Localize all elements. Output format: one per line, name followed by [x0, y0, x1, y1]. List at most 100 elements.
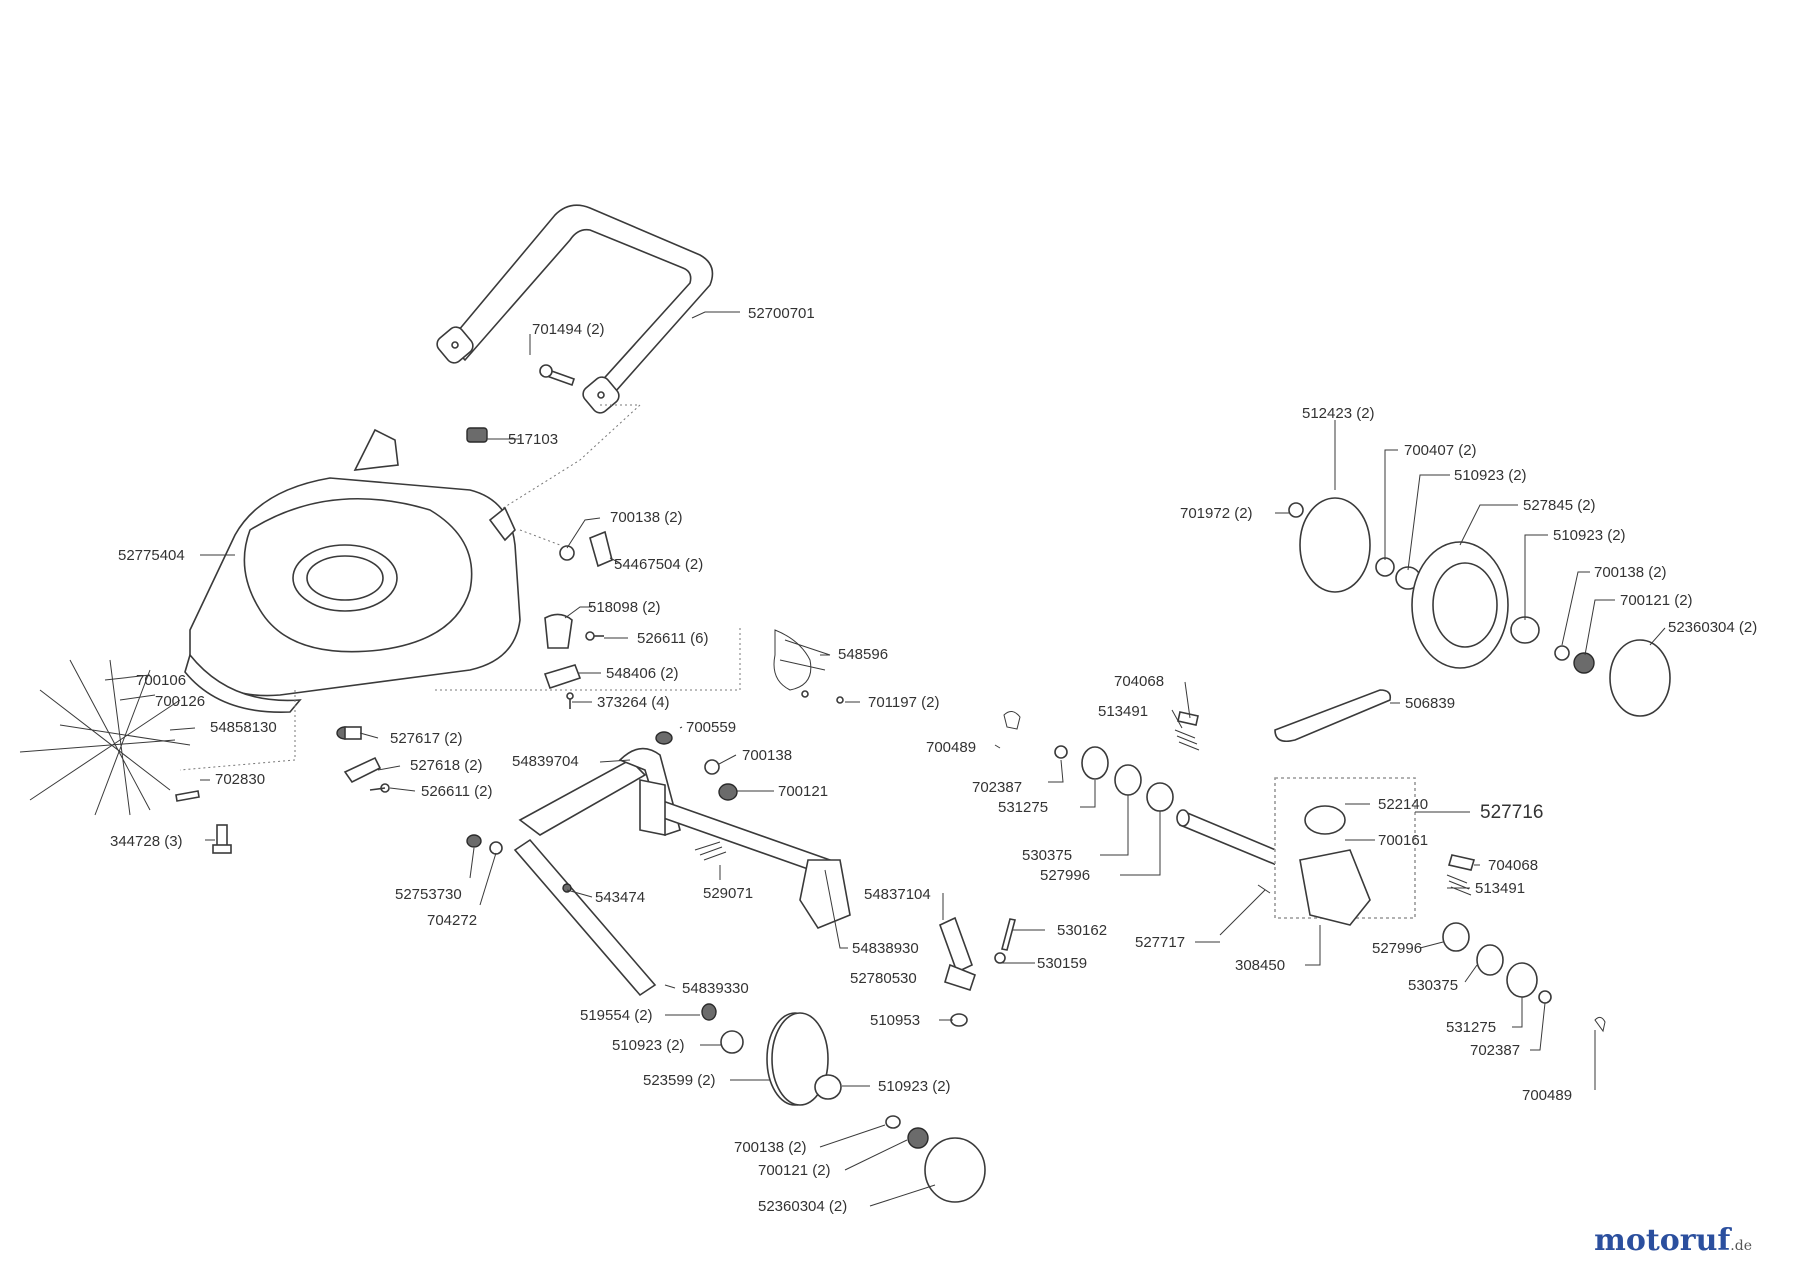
part-label: 700161	[1378, 832, 1428, 849]
part-label: 54838930	[852, 940, 919, 957]
lever-527618	[343, 756, 382, 784]
blade-star	[19, 659, 191, 816]
washer-704272	[489, 841, 503, 855]
bolt-702830	[175, 790, 200, 802]
washer-510953	[950, 1013, 968, 1027]
part-label: 702830	[215, 771, 265, 788]
left-drive-pinion	[1054, 711, 1200, 812]
part-label: 700138 (2)	[610, 509, 683, 526]
part-label: 373264 (4)	[597, 694, 670, 711]
watermark-tld: .de	[1730, 1238, 1752, 1254]
part-label: 531275	[998, 799, 1048, 816]
part-label: 52753730	[395, 886, 462, 903]
part-label: 513491	[1098, 703, 1148, 720]
rear-wheel-assembly	[1288, 497, 1671, 717]
part-label: 518098 (2)	[588, 599, 661, 616]
part-label: 700138 (2)	[734, 1139, 807, 1156]
part-label: 54839704	[512, 753, 579, 770]
part-label: 700106	[136, 672, 186, 689]
part-label: 530375	[1022, 847, 1072, 864]
lower-handle-frame	[513, 747, 851, 997]
screw-526611	[585, 631, 604, 641]
part-label: 52700701	[748, 305, 815, 322]
watermark-brand: motoruf	[1594, 1223, 1731, 1258]
part-label: 513491	[1475, 880, 1525, 897]
spring-530159	[994, 952, 1006, 964]
spring-529071	[694, 841, 727, 861]
part-label: 700407 (2)	[1404, 442, 1477, 459]
part-label: 512423 (2)	[1302, 405, 1375, 422]
part-label: 530162	[1057, 922, 1107, 939]
part-label: 531275	[1446, 1019, 1496, 1036]
part-label: 527717	[1135, 934, 1185, 951]
washer-700138	[559, 545, 575, 561]
part-label: 704272	[427, 912, 477, 929]
screw-526611-b	[369, 783, 390, 793]
part-label: 702387	[972, 779, 1022, 796]
part-label: 519554 (2)	[580, 1007, 653, 1024]
part-label: 510953	[870, 1012, 920, 1029]
part-label: 700489	[1522, 1087, 1572, 1104]
part-label: 527996	[1372, 940, 1422, 957]
part-label: 52780530	[850, 970, 917, 987]
part-label: 701494 (2)	[532, 321, 605, 338]
part-label: 526611 (2)	[421, 783, 492, 800]
part-label: 704068	[1114, 673, 1164, 690]
part-label: 308450	[1235, 957, 1285, 974]
part-label: 530159	[1037, 955, 1087, 972]
screw-701197	[801, 690, 844, 704]
part-label: 700121 (2)	[758, 1162, 831, 1179]
gearbox-308450	[1299, 805, 1371, 926]
part-label: 529071	[703, 885, 753, 902]
part-label: 548406 (2)	[606, 665, 679, 682]
part-label: 54837104	[864, 886, 931, 903]
part-label: 517103	[508, 431, 558, 448]
part-labels: 52700701 701494 (2) 517103 52775404 7001…	[110, 305, 1757, 1215]
part-label: 700121 (2)	[1620, 592, 1693, 609]
part-label: 510923 (2)	[1454, 467, 1527, 484]
part-label: 700559	[686, 719, 736, 736]
part-label: 700138 (2)	[1594, 564, 1667, 581]
part-label: 526611 (6)	[637, 630, 708, 647]
plate-548406	[543, 664, 582, 690]
part-label: 527716	[1480, 802, 1543, 823]
leader-lines	[104, 311, 1666, 1207]
part-label: 54467504 (2)	[614, 556, 703, 573]
part-label: 701972 (2)	[1180, 505, 1253, 522]
right-drive-pinion	[1442, 854, 1552, 1004]
bolt-344728	[212, 824, 232, 854]
mower-deck	[184, 428, 521, 713]
part-label: 527617 (2)	[390, 730, 463, 747]
drive-belt-506839	[1274, 689, 1392, 743]
part-label: 700126	[155, 693, 205, 710]
part-label: 344728 (3)	[110, 833, 183, 850]
part-label: 700121	[778, 783, 828, 800]
bracket-518098	[544, 613, 573, 649]
part-label: 52360304 (2)	[1668, 619, 1757, 636]
bolt-701494	[539, 364, 576, 387]
part-label: 522140	[1378, 796, 1428, 813]
bolt-52753730	[466, 834, 482, 848]
pin-543474	[562, 883, 572, 893]
clip-700489-b	[1594, 1016, 1606, 1033]
part-label: 530375	[1408, 977, 1458, 994]
part-label: 700138	[742, 747, 792, 764]
part-label: 527618 (2)	[410, 757, 483, 774]
part-label: 510923 (2)	[1553, 527, 1626, 544]
part-label: 54858130	[210, 719, 277, 736]
cable-527717	[1219, 884, 1271, 936]
bracket-52780530	[944, 963, 976, 992]
roller-527617	[336, 726, 362, 740]
watermark-logo: motoruf.de	[1594, 1223, 1752, 1258]
part-label: 510923 (2)	[612, 1037, 685, 1054]
pin-700559	[655, 731, 673, 745]
grass-deflector-548596	[773, 629, 831, 691]
part-label: 52360304 (2)	[758, 1198, 847, 1215]
part-label: 527845 (2)	[1523, 497, 1596, 514]
part-label: 506839	[1405, 695, 1455, 712]
part-label: 704068	[1488, 857, 1538, 874]
part-label: 702387	[1470, 1042, 1520, 1059]
upper-handle	[436, 204, 714, 414]
part-label: 548596	[838, 646, 888, 663]
